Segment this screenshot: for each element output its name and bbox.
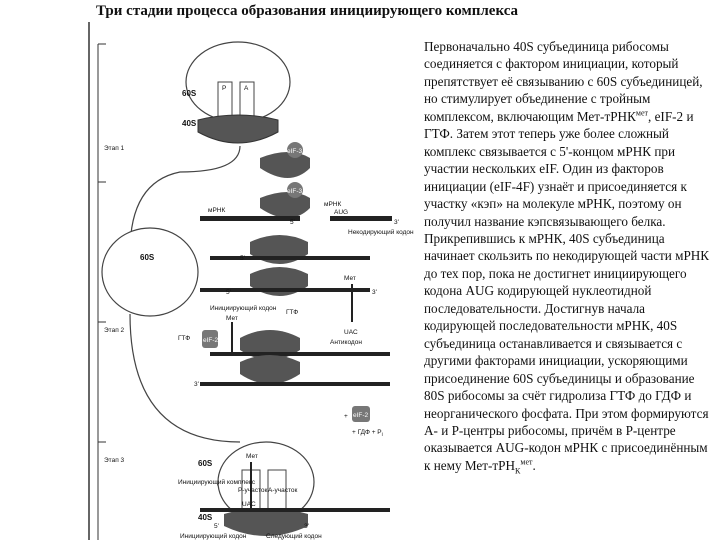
- label-60s-top: 60S: [182, 89, 197, 98]
- met-label-1: Мет: [344, 275, 356, 282]
- uac-label-1: UAC: [344, 329, 358, 336]
- five-prime-3: 5': [226, 289, 231, 296]
- init-codon-label-2: Инициирующий кодон: [180, 532, 247, 540]
- met-label-2: Мет: [226, 315, 238, 322]
- stage-2-label: Этап 2: [104, 327, 125, 334]
- site-a-label: A: [244, 85, 249, 92]
- ribosome-80s: [200, 441, 390, 536]
- label-40s-bottom: 40S: [198, 513, 213, 522]
- subunit-on-mrna: [200, 235, 370, 296]
- a-site-label: A-участок: [268, 487, 298, 494]
- desc-part-1: Первоначально 40S субъединица рибосомы с…: [424, 39, 703, 124]
- dissociation-arrow: [129, 145, 241, 253]
- desc-end: .: [532, 457, 536, 473]
- eif2-label: eIF-2: [203, 337, 219, 344]
- plus-label: +: [344, 413, 348, 420]
- five-prime-1: 5': [290, 219, 295, 226]
- desc-sup-2: мет: [520, 457, 533, 467]
- desc-sub-2: К: [515, 466, 521, 476]
- label-60s-bottom: 60S: [198, 459, 213, 468]
- gdp-label: + ГДФ + Pi: [352, 429, 383, 438]
- init-complex-label: Инициирующий комплекс: [178, 478, 256, 486]
- three-prime-4: 3': [304, 523, 309, 530]
- label-60s-left: 60S: [140, 253, 155, 262]
- eif2-released-label: eIF-2: [353, 412, 369, 419]
- mrna-label-2: мРНК: [324, 201, 341, 208]
- label-40s-top: 40S: [182, 119, 197, 128]
- gtp-label-2: ГТФ: [178, 335, 190, 342]
- slide-title: Три стадии процесса образования иницииру…: [96, 3, 519, 19]
- next-codon-label: Следующий кодон: [266, 532, 322, 540]
- three-prime-1: 3': [394, 219, 399, 226]
- eif3-label-1: eIF-3: [287, 148, 303, 155]
- title-left-rule: [88, 22, 90, 540]
- site-p-label: P: [222, 85, 226, 92]
- p-site-label: P-участок: [238, 487, 268, 494]
- aug-label-1: AUG: [334, 209, 348, 216]
- five-prime-2: 5': [240, 255, 245, 262]
- desc-part-2: , eIF-2 и ГТФ. Затем этот теперь уже бол…: [424, 108, 710, 473]
- stage-1-label: Этап 1: [104, 145, 125, 152]
- five-prime-4: 5': [214, 523, 219, 530]
- mrna-strand-1: [200, 216, 392, 221]
- stage-3-label: Этап 3: [104, 457, 125, 464]
- complex-stage2: [200, 322, 390, 386]
- mrna-label-1: мРНК: [208, 207, 225, 214]
- released-eif2: [352, 406, 370, 422]
- small-subunit-1: [260, 142, 310, 178]
- stage-bracket: [97, 43, 106, 540]
- ribosome-top: [185, 41, 291, 144]
- met-label-3: Мет: [246, 453, 258, 460]
- small-subunit-2: [260, 182, 310, 218]
- three-prime-2: 3': [372, 289, 377, 296]
- uac-label-2: UAC: [242, 501, 256, 508]
- noncoding-label: Некодирующий кодон: [348, 228, 414, 236]
- initiation-diagram: Этап 1 Этап 2 Этап 3 60S 40S P A eIF-3 e…: [97, 41, 414, 540]
- three-prime-3: 3': [194, 381, 199, 388]
- desc-sup-1: мет: [635, 108, 648, 118]
- stage3-arrow: [129, 313, 241, 443]
- description-text: Первоначально 40S субъединица рибосомы с…: [424, 38, 716, 476]
- eif3-label-2: eIF-3: [287, 188, 303, 195]
- large-subunit-60s: [101, 227, 199, 317]
- gtp-label-1: ГТФ: [286, 309, 298, 316]
- anticodon-label: Антикодон: [330, 339, 362, 346]
- init-codon-label-1: Инициирующий кодон: [210, 304, 277, 312]
